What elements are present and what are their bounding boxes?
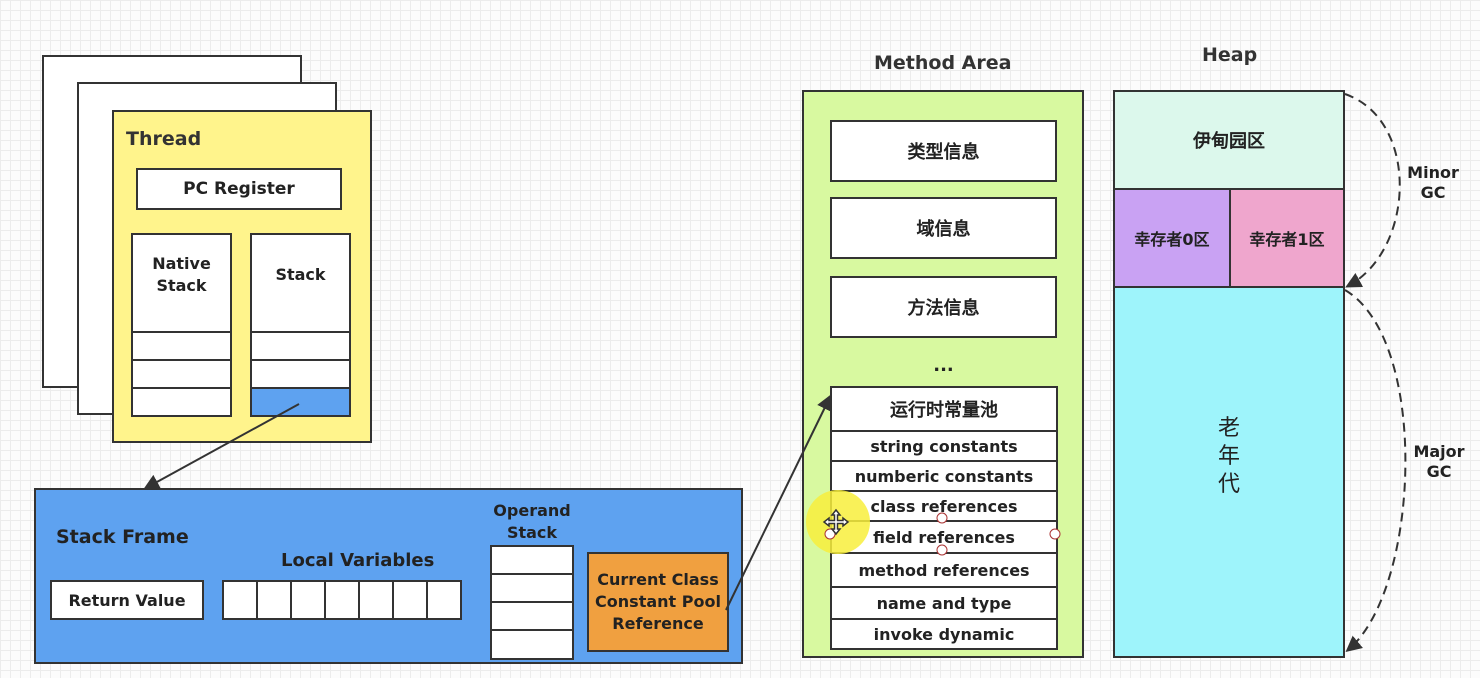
java-stack-current-frame [252, 387, 349, 415]
native-stack-cell [133, 359, 230, 361]
thread-title: Thread [126, 128, 202, 150]
operand-stack-slot [492, 601, 572, 603]
pc-register: PC Register [136, 168, 342, 210]
local-var-slot [358, 582, 360, 618]
local-variables-label: Local Variables [281, 550, 435, 571]
local-variables-array [222, 580, 462, 620]
heap-title: Heap [1202, 44, 1258, 66]
method-area-box: 类型信息 域信息 方法信息 ... 运行时常量池 string constant… [802, 90, 1084, 658]
thread-box: Thread PC Register Native Stack Stack [112, 110, 372, 443]
local-var-slot [290, 582, 292, 618]
runtime-constant-pool-title: 运行时常量池 [890, 400, 998, 421]
method-info: 方法信息 [830, 276, 1057, 338]
local-var-slot [256, 582, 258, 618]
native-stack: Native Stack [131, 233, 232, 417]
pool-row: string constants [832, 430, 1056, 460]
old-generation: 老 年 代 [1115, 288, 1343, 656]
local-var-slot [392, 582, 394, 618]
pool-row: invoke dynamic [832, 618, 1056, 648]
native-stack-label: Native Stack [152, 254, 211, 295]
java-stack-label: Stack [275, 265, 326, 284]
pool-row: class references [832, 490, 1056, 520]
stack-frame-box: Stack Frame Return Value Local Variables… [34, 488, 743, 664]
return-value: Return Value [50, 580, 204, 620]
java-stack-cell [252, 359, 349, 361]
major-gc-arrow [1344, 289, 1407, 653]
minor-gc-arrow [1344, 93, 1401, 288]
survivor-0-space: 幸存者0区 [1115, 190, 1231, 288]
old-generation-label: 老 年 代 [1217, 416, 1240, 497]
local-var-slot [426, 582, 428, 618]
constant-pool-reference: Current Class Constant Pool Reference [587, 552, 729, 652]
major-gc-label: Major GC [1413, 442, 1465, 481]
field-info: 域信息 [830, 197, 1057, 259]
operand-stack-slot [492, 573, 572, 575]
method-area-title: Method Area [874, 52, 1012, 74]
cursor-highlight [806, 490, 870, 554]
type-info: 类型信息 [830, 120, 1057, 182]
heap-box: 伊甸园区 幸存者0区 幸存者1区 老 年 代 [1113, 90, 1345, 658]
java-stack-cell [252, 331, 349, 333]
operand-stack-label: Operand Stack [493, 501, 571, 542]
minor-gc-label: Minor GC [1407, 163, 1459, 202]
operand-stack-slot [492, 629, 572, 631]
native-stack-cell [133, 331, 230, 333]
eden-space: 伊甸园区 [1115, 92, 1343, 190]
method-area-ellipsis: ... [933, 354, 954, 376]
java-stack: Stack [250, 233, 351, 417]
pool-row: numberic constants [832, 460, 1056, 490]
native-stack-cell [133, 387, 230, 389]
pool-row: method references [832, 552, 1056, 586]
pool-row: name and type [832, 586, 1056, 618]
stack-frame-title: Stack Frame [56, 526, 189, 548]
local-var-slot [324, 582, 326, 618]
survivor-1-space: 幸存者1区 [1231, 190, 1343, 288]
